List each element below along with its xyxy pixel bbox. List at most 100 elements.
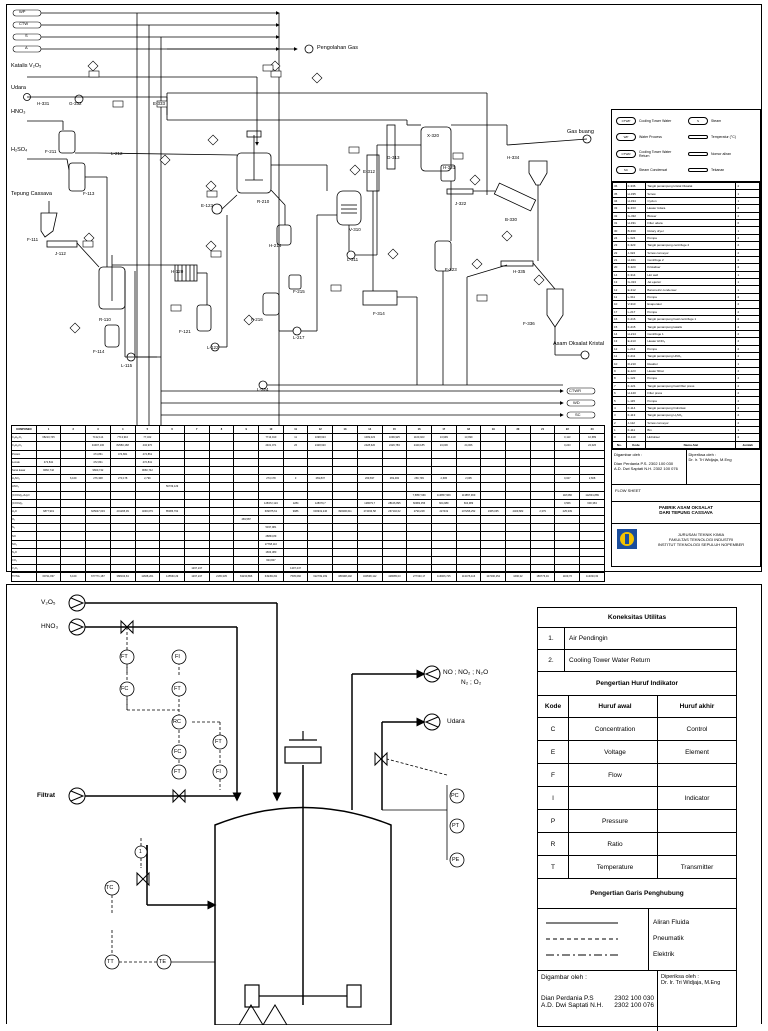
composition-cell: [35, 449, 62, 459]
composition-cell: 1663,380: [258, 547, 284, 558]
composition-cell: [307, 490, 334, 500]
legend-symbol-text: Water Process: [639, 135, 662, 140]
composition-cell: [60, 555, 87, 566]
institution-block: JURUSAN TEKNIK KIMIA FAKULTAS TEKNOLOGI …: [612, 523, 760, 554]
equipment-cell: Bin: [645, 425, 737, 435]
composition-cell: [430, 547, 457, 558]
rc-1: RC: [173, 719, 181, 725]
composition-cell: [208, 515, 235, 525]
composition-cell: [60, 531, 87, 541]
composition-cell: [208, 523, 235, 533]
composition-cell: Serat kasar: [11, 465, 37, 476]
equipment-cell: 9: [612, 366, 627, 376]
tag-x320: X-320: [427, 133, 440, 138]
stream-wp: WP: [19, 9, 26, 14]
composition-col-15: 15: [381, 424, 408, 435]
composition-cell: [35, 539, 62, 549]
composition-cell: 68210,745: [35, 433, 62, 443]
pid-diagram: [68, 594, 465, 1025]
composition-cell: [381, 539, 408, 549]
huruf-col-awal: Huruf awal: [569, 696, 658, 717]
composition-cell: 273,178: [258, 474, 284, 484]
equipment-cell: L-324: [625, 233, 647, 243]
composition-cell: [529, 441, 556, 451]
composition-cell: [529, 465, 556, 476]
composition-cell: [505, 564, 531, 574]
composition-cell: 474,861: [85, 449, 111, 459]
composition-cell: [208, 498, 235, 508]
composition-cell: [60, 523, 87, 533]
composition-cell: [505, 441, 531, 451]
utility-title: Koneksitas Utilitas: [538, 608, 736, 628]
equipment-cell: 2: [735, 204, 760, 213]
composition-cell: [109, 465, 136, 476]
composition-col-13: 13: [332, 424, 358, 435]
composition-cell: [430, 482, 457, 492]
equipment-cell: Tangki penampung HNO₃: [645, 351, 737, 361]
composition-cell: [159, 539, 185, 549]
composition-cell: [307, 547, 334, 558]
composition-cell: [60, 490, 87, 500]
composition-cell: (COOH)₂: [11, 498, 37, 508]
composition-cell: [406, 523, 432, 533]
equipment-cell: Heater filtrat: [645, 366, 737, 376]
legend-symbol-item: Temperatur (°C): [688, 131, 754, 145]
label-filtrat: Filtrat: [37, 792, 56, 799]
equipment-cell: 1: [735, 270, 760, 280]
flow-sheet-label: FLOW SHEET: [612, 484, 760, 501]
composition-cell: 1297,247: [183, 572, 210, 582]
composition-cell: [554, 449, 581, 459]
composition-cell: [430, 465, 457, 476]
nrp-1: 2302 100 030: [648, 461, 674, 467]
composition-cell: N₂O: [11, 547, 37, 558]
tag-v310: V-310: [349, 227, 361, 232]
composition-cell: [159, 531, 185, 541]
tag-h321: H-321: [443, 165, 456, 170]
garis-elektrik: Elektrik: [653, 951, 675, 958]
composition-cell: [332, 490, 358, 500]
legend-symbol-code: [688, 135, 708, 140]
composition-cell: [332, 523, 358, 533]
equipment-cell: Tangki penampung H₂SO₄: [645, 411, 737, 420]
composition-cell: [480, 515, 507, 525]
composition-cell: [183, 523, 210, 533]
equipment-cell: Heater Udara: [645, 204, 737, 213]
composition-cell: [134, 498, 161, 508]
composition-col-11: 11: [282, 424, 309, 435]
composition-cell: 1965,035: [480, 506, 507, 517]
composition-cell: [109, 539, 136, 549]
equipment-cell: Tangki penampung hidrolisat: [645, 403, 737, 413]
composition-cell: [505, 433, 531, 443]
pe-1: PE: [452, 857, 460, 863]
composition-cell: H₂SO₄: [11, 474, 37, 484]
composition-cell: 276,308: [85, 474, 111, 484]
composition-cell: [356, 555, 383, 566]
composition-cell: 107296,252: [480, 572, 507, 582]
tag-r110: R-110: [99, 317, 111, 322]
composition-cell: V₂O₅: [11, 564, 37, 574]
composition-cell: [35, 564, 62, 574]
composition-cell: 113333,33: [579, 572, 605, 582]
legend-symbol-text: Steam Condensat: [639, 168, 668, 173]
equipment-cell: 35: [612, 189, 627, 198]
equipment-cell: 23: [612, 241, 627, 250]
equipment-cell: 33: [612, 204, 627, 213]
equipment-cell: 2: [735, 329, 760, 339]
composition-cell: 9986: [282, 506, 309, 517]
composition-cell: [233, 564, 260, 574]
composition-col-5: 5: [134, 424, 161, 435]
composition-cell: 2429,783: [381, 441, 408, 451]
composition-cell: 1297,247: [183, 564, 210, 574]
composition-cell: [505, 465, 531, 476]
composition-cell: [307, 457, 334, 467]
composition-cell: [208, 506, 235, 517]
composition-col-16: 16: [406, 424, 432, 435]
huruf-cell: Flow: [569, 764, 658, 786]
tag-g313: G-313: [387, 155, 400, 160]
